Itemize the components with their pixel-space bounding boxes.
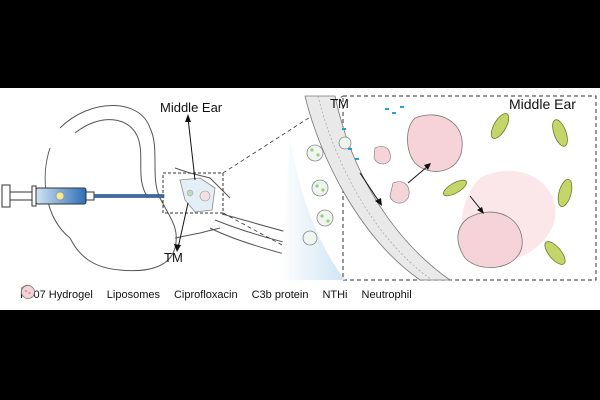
legend-label: P407 Hydrogel: [20, 289, 93, 301]
tm-label-zoom: TM: [330, 96, 349, 111]
legend-label: Ciprofloxacin: [173, 289, 238, 301]
figure-panel: Middle Ear TM TM Middle Ear P407 Hydroge…: [0, 88, 600, 310]
legend-label: Liposomes: [106, 289, 160, 301]
cavity-neutrophil: [199, 190, 211, 202]
legend: P407 Hydrogel Liposomes Ciprofloxacin C3…: [20, 284, 596, 306]
cavity-liposome: [186, 189, 194, 197]
neutrophil-icon: [21, 285, 35, 299]
legend-label: NTHi: [322, 289, 348, 301]
neutrophil-group: [373, 114, 523, 268]
syringe: [1, 184, 165, 208]
legend-item-ciprofloxacin: Ciprofloxacin: [21, 284, 238, 301]
zoom-box: [162, 172, 224, 214]
middle-ear-label-zoom: Middle Ear: [509, 96, 576, 112]
zoom-line-top: [222, 95, 344, 174]
arrow-tm: [177, 202, 189, 249]
legend-label: Neutrophil: [361, 289, 412, 301]
legend-label: C3b protein: [251, 289, 309, 301]
legend-item-liposomes: Liposomes: [21, 285, 160, 301]
hydrogel-region: [280, 138, 345, 280]
diagram-canvas: [1, 95, 597, 281]
tm-label-left: TM: [164, 250, 183, 265]
middle-ear-label-left: Middle Ear: [160, 100, 223, 115]
middle-ear-cavity: [179, 177, 216, 213]
legend-item-c3b: C3b protein: [22, 289, 309, 301]
zoom-panel: [342, 95, 597, 281]
c3b-group: [342, 106, 404, 160]
legend-item-nthi: NTHi: [22, 285, 348, 301]
arrow-middle-ear: [187, 117, 196, 181]
nthi-group: [443, 113, 573, 265]
legend-item-neutrophil: Neutrophil: [21, 285, 412, 301]
